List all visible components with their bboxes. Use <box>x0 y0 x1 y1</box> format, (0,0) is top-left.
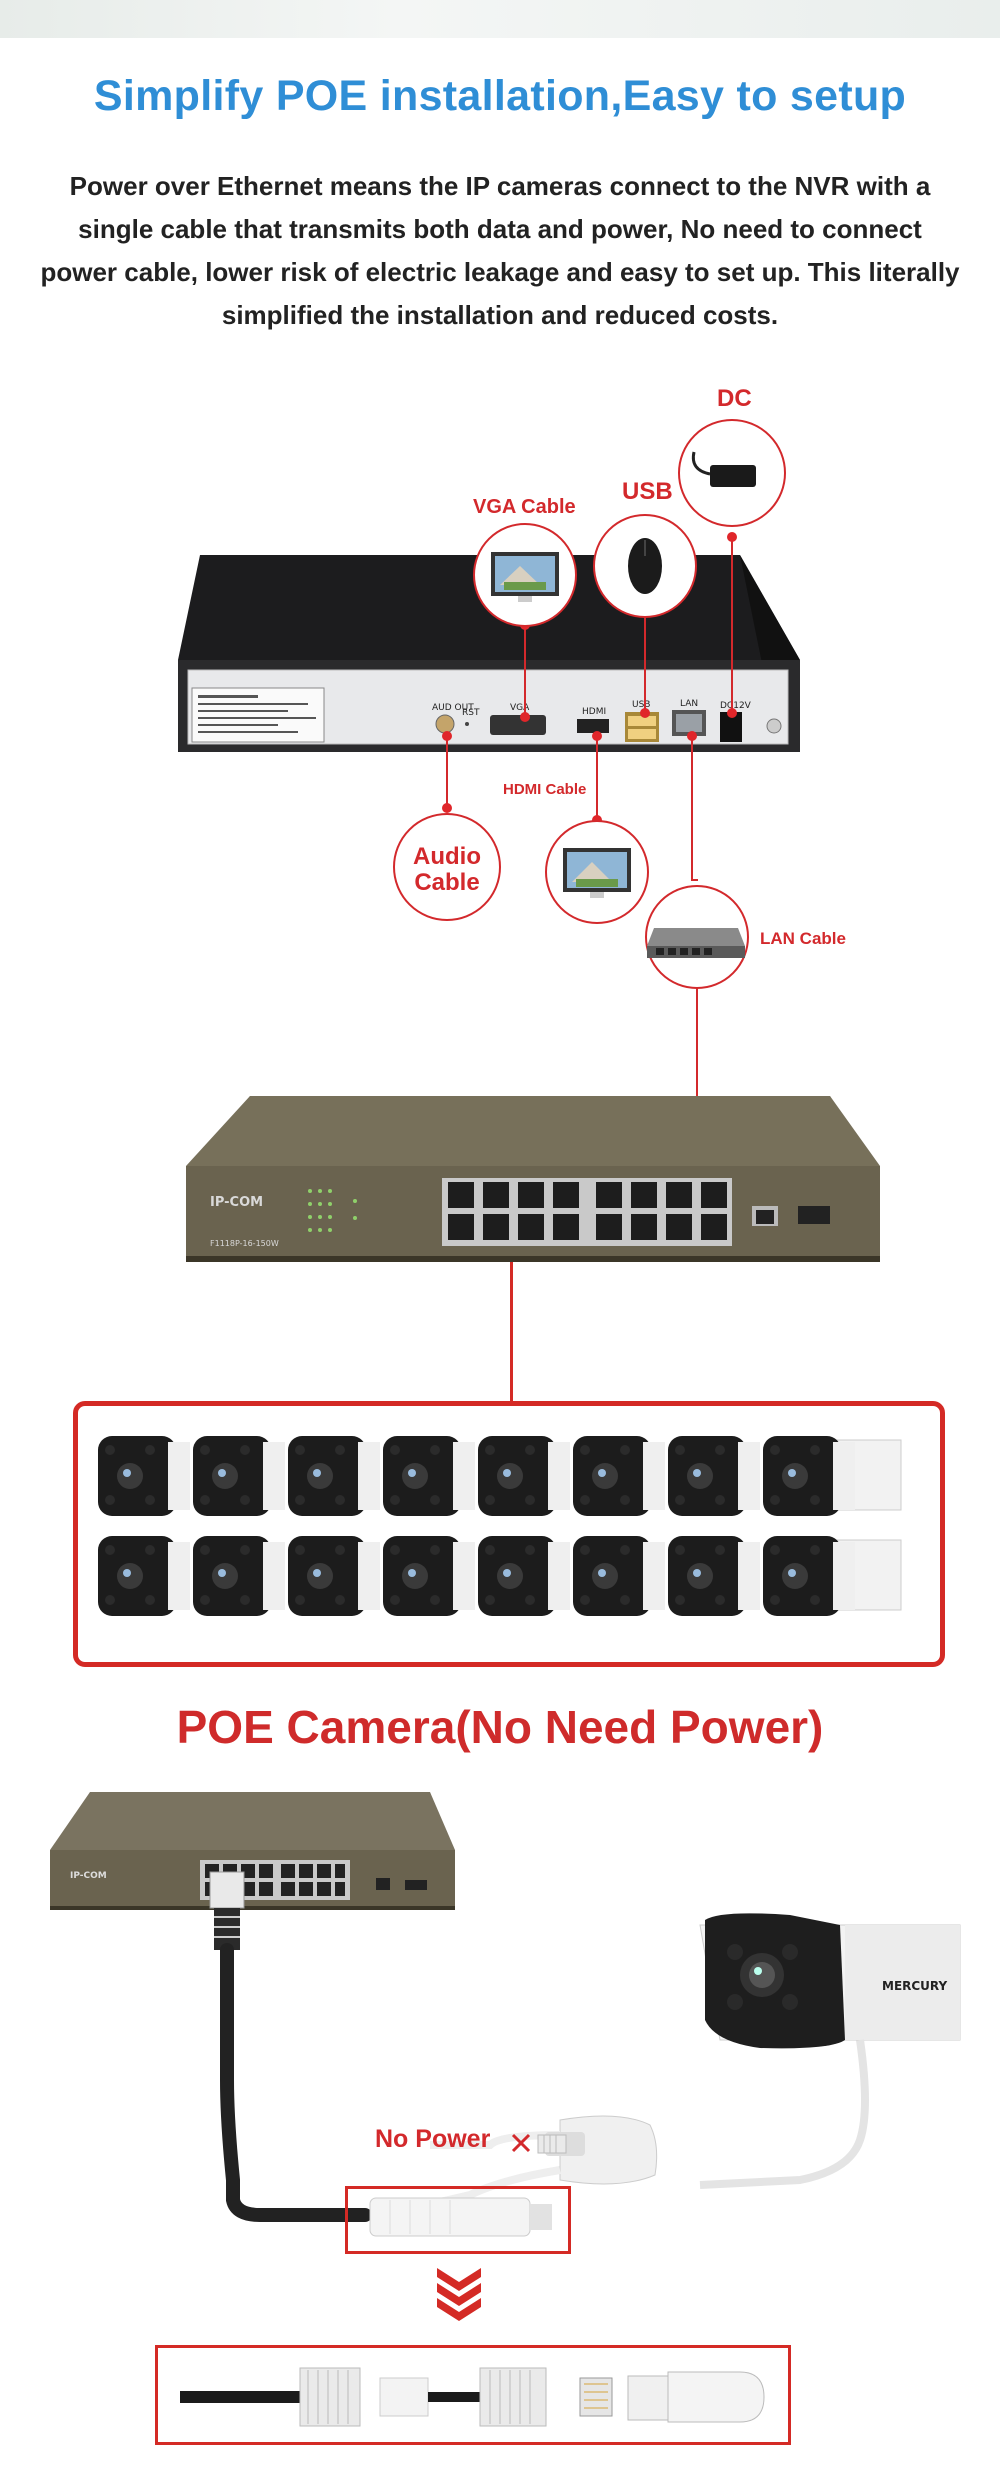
port-label-vga: VGA <box>510 703 530 713</box>
vga-monitor-callout <box>473 523 577 627</box>
page-title: Simplify POE installation,Easy to setup <box>93 72 907 120</box>
switch-port <box>666 1182 692 1208</box>
poe-camera-thumbnail <box>193 1436 285 1516</box>
switch-port <box>596 1214 622 1240</box>
lan-cable-label: LAN Cable <box>760 929 846 948</box>
top-banner-strip <box>0 0 1000 38</box>
switch-port <box>483 1214 509 1240</box>
switch-to-camera-line <box>510 1262 513 1404</box>
poe-camera-thumbnail <box>668 1536 760 1616</box>
poe-camera-thumbnail <box>573 1436 665 1516</box>
poe-camera-thumbnail <box>668 1436 760 1516</box>
switch-model-label: F1118P-16-150W <box>210 1239 279 1248</box>
poe-camera-thumbnail <box>763 1436 902 1516</box>
poe-camera-thumbnail <box>98 1536 190 1616</box>
switch-port <box>631 1182 657 1208</box>
poe-camera-thumbnail <box>193 1536 285 1616</box>
hdmi-monitor-callout <box>545 820 649 924</box>
dc-adapter-callout <box>678 419 786 527</box>
poe-connection-diagram: IP-COM MERCURY <box>50 1792 961 2427</box>
poe-section-title: POE Camera(No Need Power) <box>176 1701 824 1753</box>
usb-mouse-callout <box>593 514 697 618</box>
small-poe-switch: IP-COM <box>50 1792 455 1910</box>
poe-camera-thumbnail <box>383 1536 475 1616</box>
switch-port <box>553 1214 579 1240</box>
port-label-rst: RST <box>462 708 480 718</box>
switch-port <box>666 1214 692 1240</box>
rj45-plug <box>209 1871 245 1950</box>
poe-camera-thumbnail <box>288 1536 380 1616</box>
switch-port <box>518 1182 544 1208</box>
coupler-highlight-box <box>345 2186 571 2254</box>
chevron-down-icon <box>437 2268 481 2321</box>
camera-grid <box>98 1436 902 1616</box>
port-label-dc12v: DC12V <box>720 701 752 711</box>
ethernet-cable <box>220 1943 372 2222</box>
poe-switch-front: IP-COM F1118P-16-150W <box>186 1096 880 1262</box>
small-switch-brand: IP-COM <box>70 1871 107 1881</box>
switch-port <box>553 1182 579 1208</box>
switch-port <box>483 1182 509 1208</box>
rj45-coupler <box>369 2197 552 2237</box>
cable-assembly-detail <box>180 2367 765 2427</box>
no-power-label: No Power <box>375 2125 491 2153</box>
port-label-usb: USB <box>632 700 650 710</box>
audio-cable-label: Audio Cable <box>413 843 481 896</box>
switch-port <box>701 1182 727 1208</box>
poe-camera-thumbnail <box>478 1436 570 1516</box>
switch-port <box>448 1214 474 1240</box>
poe-camera-thumbnail <box>478 1536 570 1616</box>
assembly-highlight-box <box>155 2345 791 2445</box>
poe-camera-thumbnail <box>383 1436 475 1516</box>
dc-label: DC <box>717 385 752 412</box>
poe-camera-thumbnail <box>763 1536 902 1616</box>
usb-label: USB <box>622 478 673 505</box>
poe-camera-thumbnail <box>98 1436 190 1516</box>
camera-brand-label: MERCURY <box>882 1979 948 1993</box>
poe-cameras-group <box>73 1401 945 1667</box>
no-power-cross-icon <box>511 2133 531 2153</box>
nvr-diagram: AUD OUT RST VGA HDMI USB LAN DC12V <box>178 419 847 1130</box>
hdmi-cable-label: HDMI Cable <box>503 781 587 798</box>
dc-power-plug <box>537 2134 567 2154</box>
switch-port <box>518 1214 544 1240</box>
poe-camera-thumbnail <box>573 1536 665 1616</box>
poe-camera-large: MERCURY <box>699 1913 961 2189</box>
switch-port <box>701 1214 727 1240</box>
lan-switch-callout <box>645 885 749 989</box>
switch-port <box>448 1182 474 1208</box>
page-description: Power over Ethernet means the IP cameras… <box>40 171 960 330</box>
port-label-lan: LAN <box>680 699 698 709</box>
switch-port <box>596 1182 622 1208</box>
vga-cable-label: VGA Cable <box>473 496 576 518</box>
poe-camera-thumbnail <box>288 1436 380 1516</box>
switch-port <box>631 1214 657 1240</box>
audio-cable-callout <box>393 813 501 921</box>
switch-brand-label: IP-COM <box>210 1195 263 1210</box>
port-label-hdmi: HDMI <box>582 707 606 717</box>
port-label-audio-out: AUD OUT <box>432 703 474 713</box>
